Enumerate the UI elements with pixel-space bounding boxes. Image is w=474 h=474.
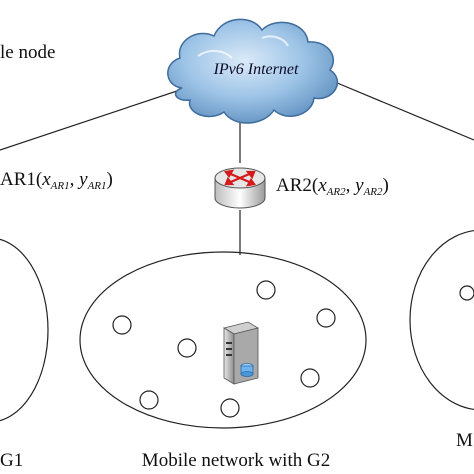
mobile-node bbox=[139, 390, 159, 410]
ar2-label: AR2(xAR2, yAR2) bbox=[276, 175, 389, 198]
g1-network-label: G1 bbox=[0, 450, 23, 471]
g3-network-label: M bbox=[456, 430, 473, 451]
internet-to-ar3-link bbox=[329, 79, 474, 141]
g3-network-ellipse bbox=[409, 229, 474, 411]
mobile-node bbox=[300, 368, 320, 388]
mobile-nodes bbox=[112, 280, 474, 418]
internet-label: IPv6 Internet bbox=[213, 61, 299, 78]
ar1-label: AR1(xAR1, yAR1) bbox=[0, 169, 113, 192]
internet-to-ar1-link bbox=[0, 84, 196, 151]
server-icon bbox=[222, 321, 260, 385]
mobile-node bbox=[177, 338, 197, 358]
router-icon bbox=[214, 167, 266, 209]
mobile-node bbox=[459, 285, 474, 301]
mobile-node bbox=[112, 315, 132, 335]
links bbox=[0, 79, 474, 255]
g1-network-ellipse bbox=[0, 238, 49, 422]
cloud-icon bbox=[167, 18, 339, 124]
mobile-node bbox=[220, 398, 240, 418]
mobile-node-legend-label: le node bbox=[0, 42, 55, 63]
mobile-node bbox=[316, 308, 336, 328]
g2-network-label: Mobile network with G2 bbox=[142, 450, 330, 471]
mobile-node bbox=[256, 280, 276, 300]
g2-network-ellipse bbox=[79, 251, 367, 429]
